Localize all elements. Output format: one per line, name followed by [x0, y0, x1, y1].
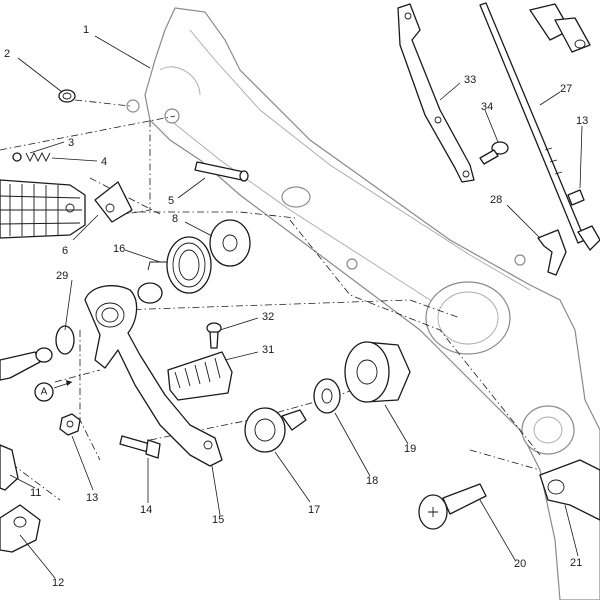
part-screw-34	[479, 141, 509, 165]
reference-marker-a: A	[34, 380, 73, 402]
callout-2: 2	[4, 48, 10, 60]
part-washer-18	[313, 378, 341, 414]
callout-12: 12	[52, 577, 64, 589]
part-bolt-14	[119, 435, 161, 459]
part-screw-32	[206, 322, 222, 349]
part-clevis-28	[537, 225, 600, 276]
callout-33: 33	[464, 74, 476, 86]
callout-14: 14	[140, 504, 152, 516]
callout-labels: 1 2 3 4 5 6 8 11 12 13 13 14 15 16 17 18…	[4, 24, 588, 589]
part-bolt-20	[418, 483, 487, 530]
part-bracket-11	[0, 444, 19, 491]
part-pivot-pin-5	[194, 161, 249, 182]
callout-6: 6	[62, 245, 68, 257]
callout-8: 8	[172, 213, 178, 225]
part-footpeg	[0, 179, 86, 239]
part-spring-3	[12, 151, 51, 163]
callout-31: 31	[262, 344, 274, 356]
callout-18: 18	[366, 475, 378, 487]
callout-20: 20	[514, 558, 526, 570]
callout-29: 29	[56, 270, 68, 282]
part-o-ring-29a	[137, 282, 163, 304]
part-washer-8	[209, 219, 251, 267]
part-bracket-21	[539, 459, 600, 521]
frame-bracket	[126, 7, 600, 600]
callout-16: 16	[113, 243, 125, 255]
callout-3: 3	[68, 137, 74, 149]
part-pedal-tip-31	[167, 351, 233, 401]
part-return-spring-16	[147, 236, 212, 294]
callout-4: 4	[101, 156, 107, 168]
callout-13-right: 13	[576, 115, 588, 127]
part-bracket-arm-33	[397, 3, 475, 183]
reference-marker-label: A	[41, 387, 48, 398]
part-nut-2	[58, 89, 76, 103]
part-nut-13	[59, 413, 81, 436]
callout-32: 32	[262, 311, 274, 323]
callout-28: 28	[490, 194, 502, 206]
callout-34: 34	[481, 101, 493, 113]
part-connector	[529, 3, 591, 53]
callout-11: 11	[30, 487, 41, 499]
callout-1: 1	[83, 24, 89, 36]
callout-19: 19	[404, 443, 416, 455]
part-bracket-plate-6	[94, 181, 133, 223]
callout-27: 27	[560, 83, 572, 95]
part-pivot-bolt	[0, 347, 53, 381]
callout-17: 17	[308, 504, 320, 516]
part-bushing-19	[344, 341, 411, 403]
part-brake-pedal-15	[84, 285, 223, 467]
part-bushing-17	[244, 407, 307, 453]
callout-5: 5	[168, 195, 174, 207]
leader-lines	[9, 35, 583, 579]
part-collar-13b	[567, 189, 585, 206]
callout-21: 21	[570, 557, 582, 569]
part-o-ring-29b	[55, 325, 75, 355]
callout-15: 15	[212, 514, 224, 526]
part-clamp-12	[0, 504, 41, 553]
callout-13: 13	[86, 492, 98, 504]
